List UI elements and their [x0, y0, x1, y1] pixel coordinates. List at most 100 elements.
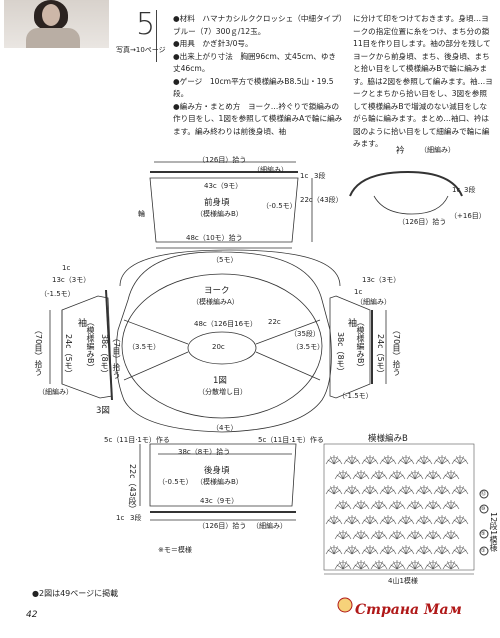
marker-5: ⑤: [481, 531, 486, 537]
chart-stitch: [375, 501, 380, 510]
chart-stitch: [396, 564, 404, 570]
chart-stitch: [351, 459, 359, 465]
chart-stitch: [345, 549, 353, 555]
chart-stitch: [456, 456, 461, 465]
chart-stitch: [333, 546, 338, 555]
chart-stitch: [360, 474, 368, 480]
chart-stitch: [390, 474, 398, 480]
front-pattern: （模様編みB）: [196, 210, 243, 218]
back-left-2: 3段: [130, 514, 142, 522]
chart-stitch: [408, 534, 416, 540]
chart-stitch: [453, 489, 461, 495]
pattern-b-chart: [323, 443, 475, 571]
chart-stitch: [360, 564, 368, 570]
chart-stitch: [381, 549, 389, 555]
chart-stitch: [423, 519, 431, 525]
chart-stitch: [366, 546, 371, 555]
chart-stitch: [378, 561, 383, 570]
chart-stitch: [441, 489, 449, 495]
chart-stitch: [351, 456, 356, 465]
chart-stitch: [375, 531, 380, 540]
chart-stitch: [396, 471, 401, 480]
chart-stitch: [390, 504, 398, 510]
chart-stitch: [393, 471, 398, 480]
chart-stitch: [411, 471, 416, 480]
chart-stitch: [417, 459, 425, 465]
yoke-ring: [121, 273, 323, 419]
chart-stitch: [339, 531, 344, 540]
chart-stitch: [450, 531, 455, 540]
chart-stitch: [411, 501, 416, 510]
chart-stitch: [354, 504, 362, 510]
chart-stitch: [360, 561, 365, 570]
chart-stitch: [417, 519, 425, 525]
chart-stitch: [453, 459, 461, 465]
chart-stitch: [426, 534, 434, 540]
chart-stitch: [357, 501, 362, 510]
instructions-column-1: ●材料 ハマナカシルククロッシェ（中細タイプ） ブルー（7）300ｇ/12玉。 …: [173, 13, 350, 138]
chart-stitch: [447, 471, 452, 480]
pattern-b-right: 12段1模様: [489, 512, 498, 552]
chart-stitch: [405, 546, 410, 555]
chart-stitch: [420, 546, 425, 555]
chart-stitch: [417, 549, 425, 555]
front-right-1: 1c: [300, 172, 309, 180]
chart-stitch: [390, 564, 398, 570]
chart-stitch: [405, 519, 413, 525]
tools: ●用具 かぎ針3/0号。: [173, 39, 253, 48]
chart-stitch: [351, 489, 359, 495]
chart-stitch: [435, 519, 443, 525]
right-sleeve-e: 24c（5モ）: [376, 334, 385, 378]
chart-stitch: [387, 489, 395, 495]
chart-stitch: [351, 546, 356, 555]
right-sleeve-f: 38c（8モ）: [336, 332, 345, 376]
chart-stitch: [402, 456, 407, 465]
chart-stitch: [456, 546, 461, 555]
chart-stitch: [384, 516, 389, 525]
figure-1: 1図: [213, 376, 227, 386]
chart-stitch: [369, 459, 377, 465]
chart-stitch: [381, 459, 389, 465]
chart-stitch: [411, 561, 416, 570]
back-pattern: （模様編みB）: [196, 478, 243, 486]
front-height: 22c（43段）: [300, 196, 343, 204]
model-photo: [4, 0, 109, 48]
chart-stitch: [432, 471, 437, 480]
chart-stitch: [336, 474, 344, 480]
chart-stitch: [345, 519, 353, 525]
chart-stitch: [447, 561, 452, 570]
chart-stitch: [351, 549, 359, 555]
chart-stitch: [387, 516, 392, 525]
chart-stitch: [459, 486, 464, 495]
chart-stitch: [435, 549, 443, 555]
chart-stitch: [429, 561, 434, 570]
chart-stitch: [333, 549, 341, 555]
chart-stitch: [420, 486, 425, 495]
finished-size: ●出来上がり寸法 胸囲96cm、丈45cm、ゆき丈46cm。: [173, 51, 337, 74]
left-sleeve-e: 24c（5モ）: [64, 334, 73, 378]
collar-outer: [349, 170, 463, 197]
front-body-shape: [149, 177, 299, 243]
divider: [156, 10, 157, 62]
figure-2-note: ●2図は49ページに掲載: [32, 589, 119, 598]
chart-stitch: [441, 456, 446, 465]
chart-stitch: [372, 504, 380, 510]
yoke-pattern: （模様編みA）: [192, 298, 239, 306]
chart-stitch: [432, 504, 440, 510]
yoke-name: ヨーク: [204, 286, 230, 296]
method: ●編み方・まとめ方 ヨーク…衿ぐりで鎖編みの作り目をし、1図を参照して模様編みA…: [173, 101, 343, 136]
chart-stitch: [333, 489, 341, 495]
chart-stitch: [342, 504, 350, 510]
chart-stitch: [336, 564, 344, 570]
chart-stitch: [396, 474, 404, 480]
right-sleeve-a: 1c: [354, 288, 363, 296]
chart-stitch: [414, 561, 419, 570]
chart-stitch: [387, 456, 392, 465]
chart-stitch: [384, 546, 389, 555]
chart-stitch: [342, 471, 347, 480]
chart-stitch: [432, 474, 440, 480]
yoke-side-left: （3.5モ）: [128, 343, 161, 351]
chart-stitch: [360, 534, 368, 540]
chart-stitch: [342, 501, 347, 510]
